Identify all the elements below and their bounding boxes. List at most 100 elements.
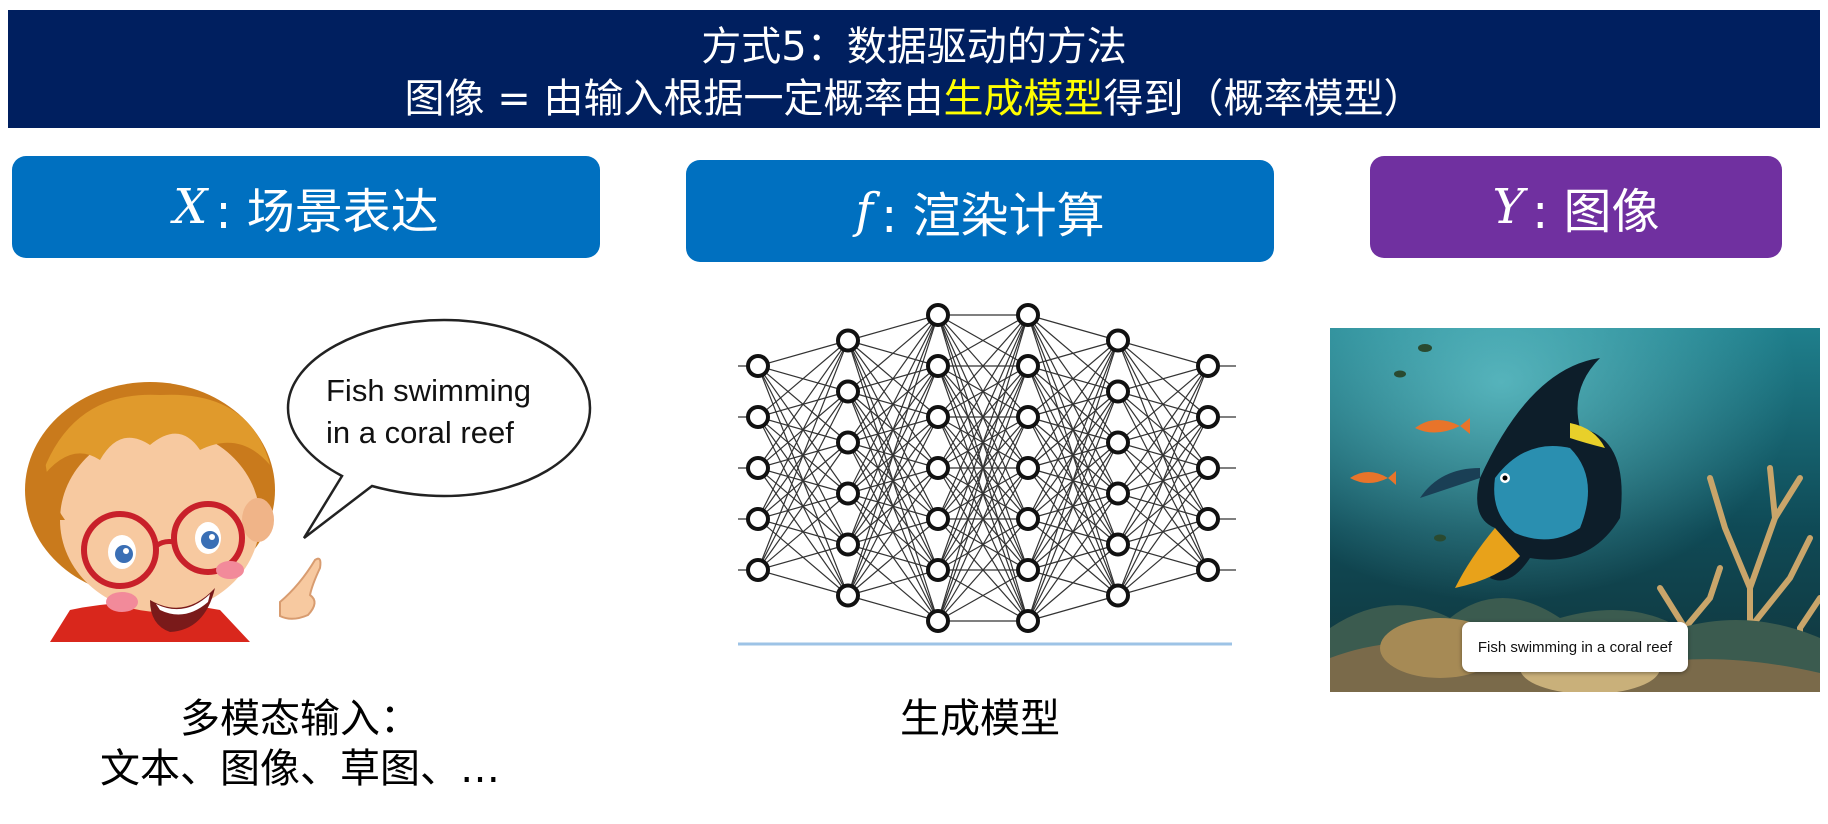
input-caption: 多模态输入： 文本、图像、草图、… (60, 694, 540, 794)
angelfish (1420, 358, 1622, 588)
network-node (1106, 328, 1130, 353)
network-edge (937, 467, 1029, 622)
image-box: Y : 图像 (1370, 156, 1782, 258)
network-edge (1117, 365, 1209, 596)
network-edge (1117, 365, 1209, 443)
scene-representation-box: X : 场景表达 (12, 156, 600, 258)
network-edge (757, 339, 849, 367)
network-edge (757, 442, 849, 571)
network-node (926, 354, 950, 378)
network-node (926, 405, 950, 429)
network-node (746, 507, 770, 531)
network-node (746, 456, 770, 480)
network-edge (1117, 467, 1209, 596)
network-node (926, 456, 950, 480)
network-node (1106, 379, 1130, 404)
network-edge (937, 416, 1029, 622)
network-edge (1027, 340, 1119, 622)
y-variable: Y (1492, 179, 1525, 235)
network-edge (757, 340, 849, 571)
network-node (926, 609, 950, 633)
network-node (836, 532, 860, 557)
header-banner: 方式5：数据驱动的方法 图像 = 由输入根据一定概率由生成模型得到（概率模型） (8, 10, 1820, 128)
input-caption-line-1: 多模态输入： (180, 696, 420, 742)
network-node (1016, 609, 1040, 633)
network-edge (1027, 339, 1119, 367)
network-edge (1027, 391, 1119, 622)
network-node (746, 558, 770, 582)
image-caption-label: Fish swimming in a coral reef (1462, 622, 1688, 672)
header-subtitle-suffix: 得到（概率模型） (1103, 76, 1424, 122)
network-node (926, 558, 950, 582)
network-edge (937, 569, 1029, 622)
network-edge (937, 365, 1029, 622)
speech-line-2: in a coral reef (326, 415, 514, 450)
network-edge (757, 493, 849, 571)
speech-bubble (286, 318, 592, 539)
rendering-computation-box: f : 渲染计算 (686, 160, 1274, 262)
f-variable: f (855, 183, 874, 239)
network-edge (757, 340, 849, 469)
network-node (1196, 405, 1220, 429)
network-edge (937, 314, 1029, 469)
y-label: : 图像 (1532, 184, 1660, 240)
header-subtitle-prefix: 图像 = 由输入根据一定概率由 (404, 76, 944, 122)
network-node (1196, 456, 1220, 480)
network-edge (847, 569, 939, 597)
speech-bubble-text: Fish swimming in a coral reef (326, 370, 556, 454)
network-node (1016, 456, 1040, 480)
small-fish (1350, 344, 1470, 542)
network-node (746, 405, 770, 429)
network-node (1106, 532, 1130, 557)
network-edge (937, 314, 1029, 367)
network-node (1196, 507, 1220, 531)
network-node (836, 583, 860, 608)
network-edge (1027, 544, 1119, 622)
header-subtitle: 图像 = 由输入根据一定概率由生成模型得到（概率模型） (8, 76, 1820, 122)
network-node (1106, 481, 1130, 506)
network-edge (757, 391, 849, 571)
network-edge (847, 314, 939, 494)
network-node (926, 507, 950, 531)
header-title: 方式5：数据驱动的方法 (701, 24, 1127, 70)
network-edge (847, 518, 939, 596)
network-edge (847, 467, 939, 596)
network-edge (937, 518, 1029, 622)
network-edge (1027, 340, 1119, 571)
x-variable: X (173, 179, 208, 235)
cartoon-child-icon (25, 382, 322, 642)
network-edge (937, 314, 1029, 520)
network-node (1016, 405, 1040, 429)
network-node (1196, 354, 1220, 378)
network-node (1016, 354, 1040, 378)
network-node (836, 328, 860, 353)
network-edge (847, 314, 939, 443)
f-label: : 渲染计算 (881, 188, 1105, 244)
network-edge (1027, 340, 1119, 520)
neural-network-diagram (738, 303, 1236, 646)
network-edge (1027, 314, 1119, 342)
network-edge (1117, 365, 1209, 494)
network-edge (757, 543, 849, 571)
network-edge (847, 416, 939, 596)
network-node (836, 481, 860, 506)
network-node (1016, 507, 1040, 531)
network-node (1016, 303, 1040, 327)
network-edge (847, 314, 939, 545)
network-node (1016, 558, 1040, 582)
network-edge (1027, 594, 1119, 622)
network-edge (1027, 340, 1119, 418)
network-edge (1117, 518, 1209, 596)
network-edge (937, 314, 1029, 418)
network-edge (757, 340, 849, 418)
network-edge (847, 314, 939, 596)
network-edge (847, 314, 939, 342)
network-edge (1117, 365, 1209, 545)
network-edge (847, 594, 939, 622)
model-caption: 生成模型 (900, 696, 1060, 742)
x-label: : 场景表达 (215, 184, 439, 240)
network-edge (847, 314, 939, 392)
network-node (836, 379, 860, 404)
network-edge (1117, 339, 1209, 367)
network-node (746, 354, 770, 378)
